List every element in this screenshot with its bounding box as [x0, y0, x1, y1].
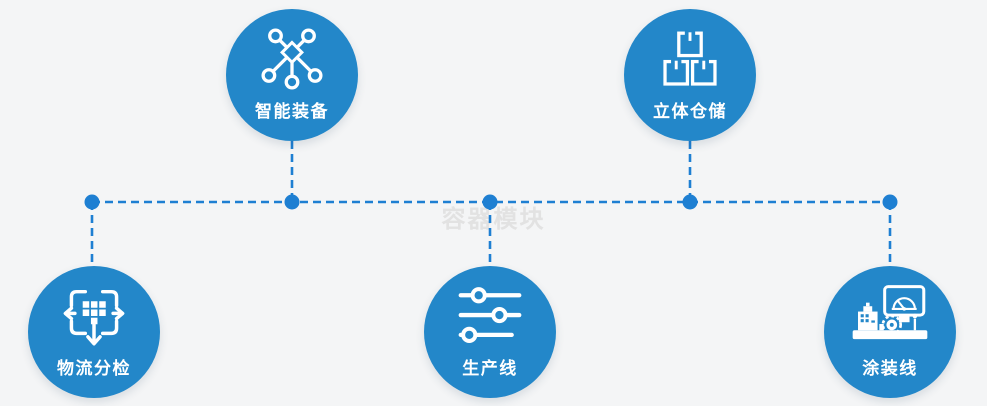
stacked-boxes-icon [624, 26, 756, 92]
node-warehouse: 立体仓储 [624, 9, 756, 141]
node-label: 智能装备 [255, 102, 329, 121]
watermark-text: 容器模块 [441, 206, 546, 233]
sorting-arrows-icon [28, 283, 160, 349]
node-production-line: 生产线 [424, 266, 556, 398]
junction-dot [284, 194, 300, 210]
node-logistics-sorting: 物流分检 [28, 266, 160, 398]
junction-dot [682, 194, 698, 210]
junction-dot [882, 194, 898, 210]
machine-gauge-icon [824, 283, 956, 349]
network-nodes-icon [226, 26, 358, 92]
node-label: 物流分检 [57, 359, 131, 378]
node-smart-equipment: 智能装备 [226, 9, 358, 141]
sliders-icon [424, 283, 556, 349]
junction-dot [84, 194, 100, 210]
node-label: 生产线 [462, 359, 518, 378]
node-label: 立体仓储 [653, 102, 727, 121]
node-painting-line: 涂装线 [824, 266, 956, 398]
node-label: 涂装线 [862, 359, 918, 378]
junction-dot [482, 194, 498, 210]
